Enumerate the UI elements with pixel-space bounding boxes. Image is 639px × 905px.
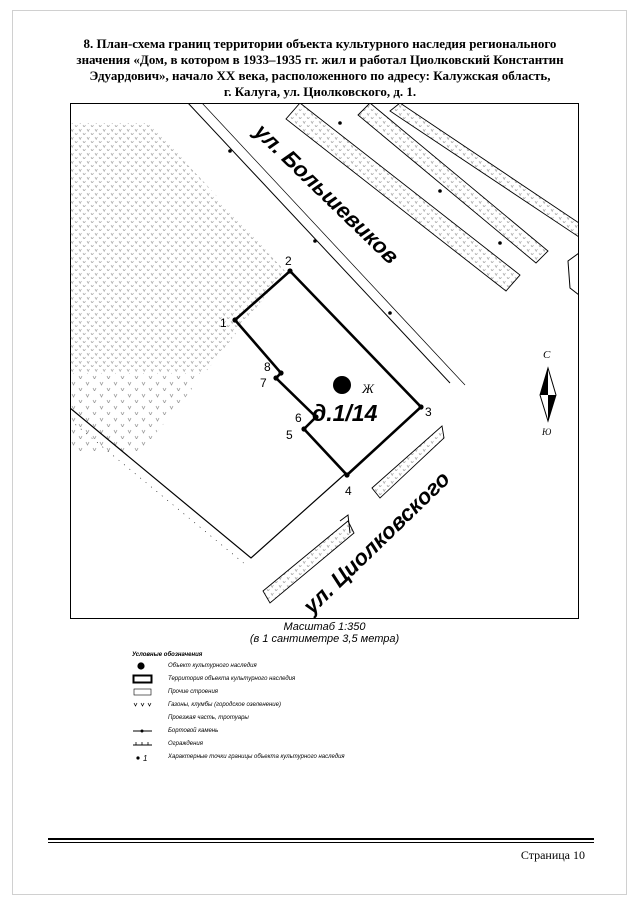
curb-line-2 bbox=[201, 103, 466, 386]
point-marker-icon: 1 bbox=[136, 754, 147, 762]
curb-bottom-end bbox=[339, 514, 351, 534]
legend-label: Объект культурного наследия bbox=[168, 663, 257, 669]
building-rect-icon bbox=[133, 688, 152, 696]
legend-label: Прочие строения bbox=[168, 689, 218, 695]
legend-label: Проезжая часть, тротуары bbox=[168, 715, 249, 721]
lawn-strip-lower-right bbox=[371, 425, 445, 499]
territory-rect-icon bbox=[132, 674, 153, 684]
curb-line-icon bbox=[133, 729, 152, 733]
legend-item-curb: Бортовой камень bbox=[132, 726, 432, 739]
title-line-1: 8. План-схема границ территории объекта … bbox=[83, 36, 557, 51]
point-label-8: 8 bbox=[264, 360, 271, 374]
legend-item-roads: Проезжая часть, тротуары bbox=[132, 713, 432, 726]
boundary-point-3 bbox=[418, 404, 424, 410]
scale-ratio: Масштаб 1:350 bbox=[283, 621, 366, 633]
point-label-1: 1 bbox=[220, 316, 227, 330]
street-lawn-strip-3 bbox=[389, 103, 579, 238]
street-lawn-strip-2 bbox=[357, 103, 549, 264]
street-lawn-strip-bottom bbox=[262, 520, 355, 604]
fence-line-icon bbox=[133, 742, 152, 746]
street-lawn-strip-1 bbox=[285, 103, 521, 292]
compass-north-label: С bbox=[543, 349, 551, 361]
scale-explanation: (в 1 сантиметре 3,5 метра) bbox=[249, 633, 400, 645]
boundary-point-2 bbox=[287, 268, 293, 274]
point-label-3: 3 bbox=[425, 405, 432, 419]
title-line-4: г. Калуга, ул. Циолковского, д. 1. bbox=[223, 84, 417, 99]
legend-item-points: 1 Характерные точки границы объекта куль… bbox=[132, 752, 432, 765]
legend-label: Территория объекта культурного наследия bbox=[168, 676, 296, 682]
point-label-5: 5 bbox=[286, 428, 293, 442]
curb-notch-right bbox=[567, 252, 579, 296]
boundary-point-6 bbox=[313, 414, 319, 420]
legend-item-lawns: Газоны, клумбы (городское озеленение) bbox=[132, 700, 432, 713]
lawn-area-lower-left bbox=[70, 373, 205, 453]
legend-item-heritage-object: Объект культурного наследия bbox=[132, 661, 432, 674]
dot-icon bbox=[137, 662, 145, 670]
compass-icon: С Ю bbox=[539, 349, 557, 437]
curb-line-1 bbox=[187, 103, 451, 384]
point-marker-number: 1 bbox=[143, 754, 147, 762]
house-number-label: д.1/14 bbox=[312, 400, 378, 426]
site-plan-map: Ж д.1/14 1 2 3 4 5 6 7 8 ул. Большевиков… bbox=[70, 103, 579, 619]
boundary-point-5 bbox=[301, 426, 307, 432]
boundary-point-1 bbox=[232, 317, 238, 323]
boundary-point-7 bbox=[273, 375, 279, 381]
compass-south-label: Ю bbox=[541, 427, 552, 437]
block-boundary-left bbox=[70, 407, 346, 559]
legend-title: Условные обозначения bbox=[132, 652, 203, 658]
blank-icon bbox=[132, 713, 156, 723]
page-border bbox=[12, 10, 627, 895]
page-title: 8. План-схема границ территории объекта … bbox=[40, 36, 600, 100]
lawn-hatch-icon bbox=[133, 702, 152, 707]
point-label-2: 2 bbox=[285, 254, 292, 268]
legend-label: Бортовой камень bbox=[168, 728, 219, 734]
legend-item-territory: Территория объекта культурного наследия bbox=[132, 674, 432, 687]
legend-label: Ограждения bbox=[168, 741, 203, 747]
map-legend: Условные обозначения Объект культурного … bbox=[132, 652, 432, 765]
footer-rule-thin bbox=[48, 842, 594, 843]
title-line-3: Эдуардович», начало XX века, расположенн… bbox=[89, 68, 551, 83]
footer-rule-thick bbox=[48, 838, 594, 840]
legend-label: Характерные точки границы объекта культу… bbox=[168, 754, 345, 760]
residential-mark: Ж bbox=[361, 381, 375, 396]
legend-item-buildings: Прочие строения bbox=[132, 687, 432, 700]
title-line-2: значения «Дом, в котором в 1933–1935 гг.… bbox=[76, 52, 564, 67]
lawn-area-large bbox=[70, 123, 285, 373]
point-label-6: 6 bbox=[295, 411, 302, 425]
legend-label: Газоны, клумбы (городское озеленение) bbox=[168, 702, 281, 708]
point-label-7: 7 bbox=[260, 376, 267, 390]
boundary-point-4 bbox=[344, 472, 350, 478]
boundary-point-8 bbox=[278, 370, 284, 376]
point-label-4: 4 bbox=[345, 484, 352, 498]
heritage-object-icon bbox=[333, 376, 351, 394]
map-scale: Масштаб 1:350 (в 1 сантиметре 3,5 метра) bbox=[70, 621, 579, 645]
legend-item-fence: Ограждения bbox=[132, 739, 432, 752]
page-number: Страница 10 bbox=[520, 848, 585, 862]
